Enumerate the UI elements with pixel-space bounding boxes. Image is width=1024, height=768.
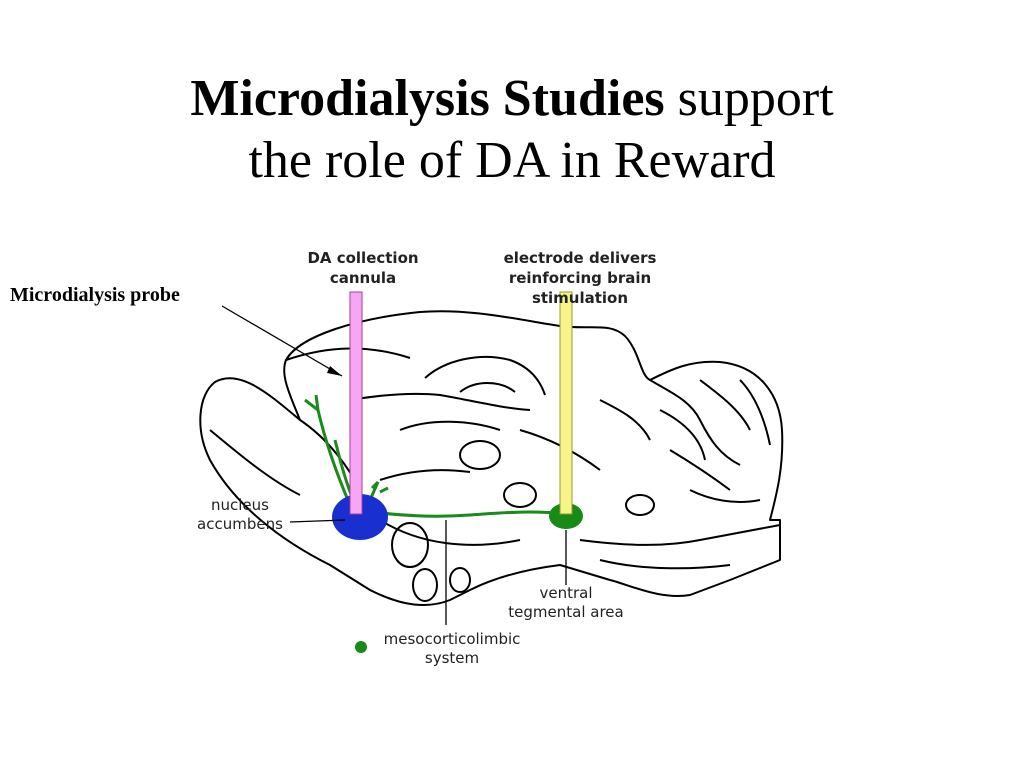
probe-pointer-arrowhead [327, 366, 342, 376]
vta-label: ventral tegmental area [508, 584, 624, 621]
vta-shape [549, 503, 583, 529]
nucleus-accumbens-label: nucleus accumbens [197, 496, 283, 533]
probe-pointer-line [221, 305, 343, 377]
microdialysis-probe-label: Microdialysis probe [10, 284, 180, 306]
title-regular: support [664, 70, 834, 127]
da-collection-cannula [349, 291, 363, 515]
title-line2: the role of DA in Reward [248, 132, 776, 189]
brain-outline [199, 310, 784, 607]
mesocorticolimbic-pathway [304, 394, 567, 518]
title-bold: Microdialysis Studies [190, 70, 665, 127]
nucleus-accumbens-shape [332, 494, 388, 540]
slide-title: Microdialysis Studies support the role o… [0, 68, 1024, 192]
mesocorticolimbic-legend-dot [355, 641, 367, 653]
mesocorticolimbic-label: mesocorticolimbic system [383, 630, 521, 667]
da-collection-label: DA collection cannula [307, 249, 419, 287]
accumbens-leader-line [289, 519, 346, 523]
electrode-label: electrode delivers reinforcing brain sti… [503, 249, 657, 307]
stimulation-electrode [559, 291, 573, 515]
